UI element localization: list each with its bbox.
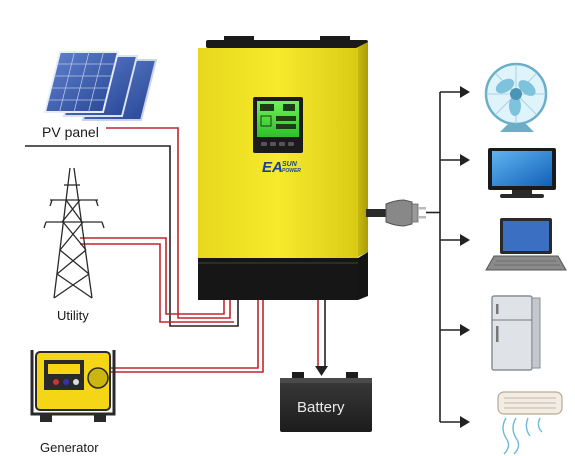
battery-icon <box>280 372 372 432</box>
output-arrows <box>460 86 470 428</box>
battery-arrow-icon <box>315 366 328 376</box>
generator-label: Generator <box>40 440 99 455</box>
arrow-icon <box>460 324 470 336</box>
utility-label: Utility <box>57 308 89 323</box>
battery-label: Battery <box>297 399 345 416</box>
pv-panel-label: PV panel <box>42 124 99 140</box>
utility-tower-icon <box>43 167 105 299</box>
utility-wire-red <box>80 237 225 315</box>
fan-icon <box>484 62 548 132</box>
wiring <box>25 127 326 373</box>
pv-wire-black <box>25 145 239 327</box>
pv-wire-red <box>106 127 231 319</box>
lcd-display <box>253 97 303 153</box>
tv-icon <box>488 148 556 198</box>
arrow-icon <box>460 86 470 98</box>
inverter-unit: EA SUN POWER <box>198 36 368 300</box>
svg-text:POWER: POWER <box>282 168 301 174</box>
svg-text:SUN: SUN <box>282 161 298 168</box>
generator-icon <box>30 350 116 422</box>
arrow-icon <box>460 234 470 246</box>
output-bus <box>439 91 462 423</box>
arrow-icon <box>460 154 470 166</box>
arrow-icon <box>460 416 470 428</box>
air-conditioner-icon <box>497 391 563 455</box>
utility-wire-red-2 <box>80 243 234 323</box>
pv-panel-icon <box>43 51 158 121</box>
ac-plug-icon <box>366 199 440 227</box>
laptop-icon <box>485 218 567 271</box>
svg-text:EA: EA <box>262 159 283 176</box>
fridge-icon <box>491 295 541 371</box>
easun-logo: EA SUN POWER <box>262 159 301 176</box>
generator-wire-red-2 <box>106 300 264 373</box>
generator-wire-red <box>106 300 259 369</box>
